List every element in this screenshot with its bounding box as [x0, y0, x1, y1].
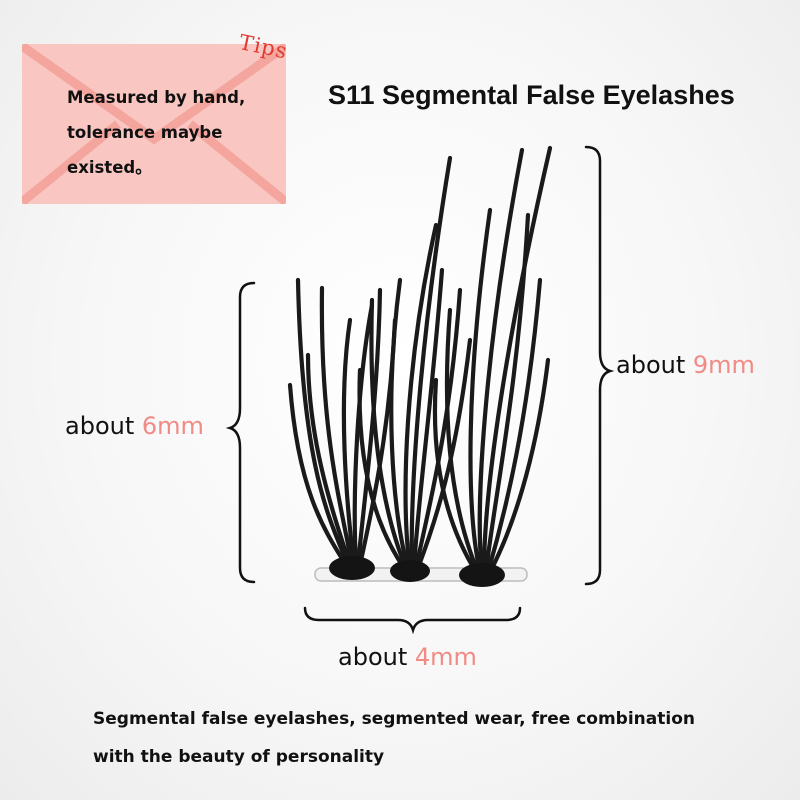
- measure-value: 6mm: [141, 412, 204, 440]
- description-line: Segmental false eyelashes, segmented wea…: [93, 709, 695, 729]
- measure-prefix: about: [338, 643, 415, 671]
- right-height-label: about 9mm: [616, 351, 755, 379]
- width-label: about 4mm: [338, 643, 477, 671]
- measure-prefix: about: [65, 412, 142, 440]
- description-line: with the beauty of personality: [93, 747, 385, 767]
- measure-prefix: about: [616, 351, 693, 379]
- envelope-icon: [22, 44, 286, 204]
- page-title: S11 Segmental False Eyelashes: [328, 80, 735, 110]
- left-height-label: about 6mm: [65, 412, 204, 440]
- measure-value: 9mm: [692, 351, 755, 379]
- tips-line: Measured by hand,: [67, 88, 246, 107]
- measure-value: 4mm: [414, 643, 477, 671]
- eyelash-image: [287, 145, 553, 587]
- tips-note: Measured by hand, tolerance maybe existe…: [67, 80, 292, 185]
- tips-line: existed。: [67, 158, 152, 177]
- tips-line: tolerance maybe: [67, 123, 223, 142]
- description: Segmental false eyelashes, segmented wea…: [93, 700, 695, 776]
